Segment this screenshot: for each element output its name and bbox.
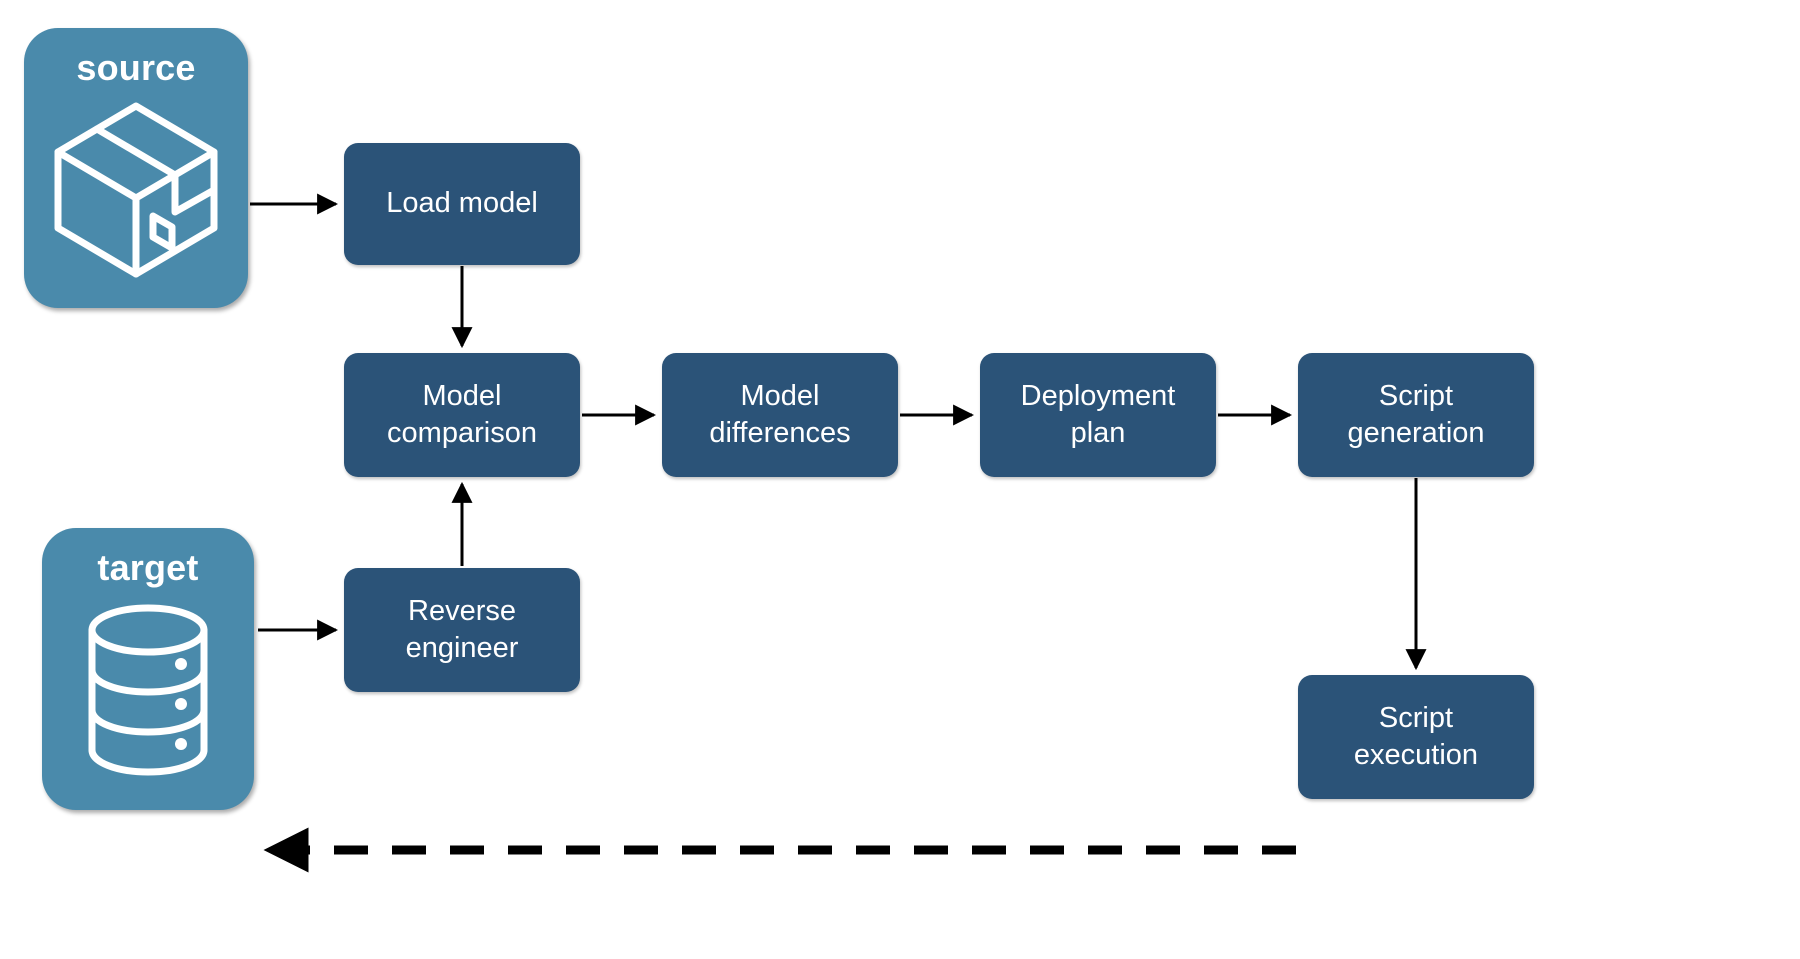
process-deployment-plan[interactable]: Deployment plan [980, 353, 1216, 477]
process-deployment-plan-label: Deployment plan [1020, 379, 1176, 449]
package-box-icon [50, 100, 222, 285]
process-load-model[interactable]: Load model [344, 143, 580, 265]
endpoint-target-label: target [97, 547, 199, 588]
process-model-comparison[interactable]: Model comparison [344, 353, 580, 477]
process-model-differences-label: Model differences [709, 379, 851, 449]
endpoint-source-label: source [76, 47, 196, 88]
process-model-comparison-label: Model comparison [387, 379, 537, 449]
process-model-differences[interactable]: Model differences [662, 353, 898, 477]
process-script-generation[interactable]: Script generation [1298, 353, 1534, 477]
process-script-execution[interactable]: Script execution [1298, 675, 1534, 799]
process-load-model-label: Load model [386, 187, 538, 220]
process-reverse-engineer[interactable]: Reverse engineer [344, 568, 580, 692]
database-cylinder-icon [78, 602, 218, 783]
process-reverse-engineer-label: Reverse engineer [405, 594, 519, 664]
process-script-execution-label: Script execution [1353, 701, 1479, 771]
endpoint-target[interactable]: target [42, 528, 254, 810]
process-script-generation-label: Script generation [1347, 379, 1485, 449]
endpoint-source[interactable]: source [24, 28, 248, 308]
